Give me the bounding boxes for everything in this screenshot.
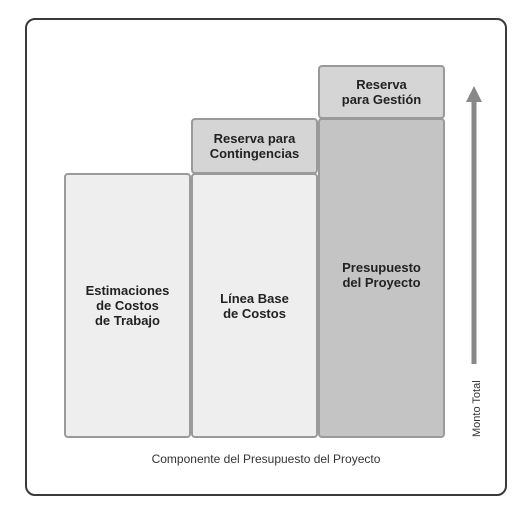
work-estimates-label: Estimaciones de Costos de Trabajo [85,283,170,328]
up-arrow-icon [466,86,482,364]
y-axis-label: Monto Total [471,380,483,437]
x-axis-caption: Componente del Presupuesto del Proyecto [151,452,381,466]
contingency-reserve-block: Reserva para Contingencias [191,118,318,174]
cost-baseline-label: Línea Base de Costos [220,290,289,321]
management-reserve-block: Reserva para Gestión [318,65,445,119]
contingency-reserve-label: Reserva para Contingencias [209,131,300,161]
cost-baseline-block: Línea Base de Costos [191,173,318,438]
work-estimates-block: Estimaciones de Costos de Trabajo [64,173,191,438]
project-budget-label: Presupuesto del Proyecto [342,260,421,290]
management-reserve-label: Reserva para Gestión [341,77,422,107]
project-budget-block: Presupuesto del Proyecto [318,118,445,438]
